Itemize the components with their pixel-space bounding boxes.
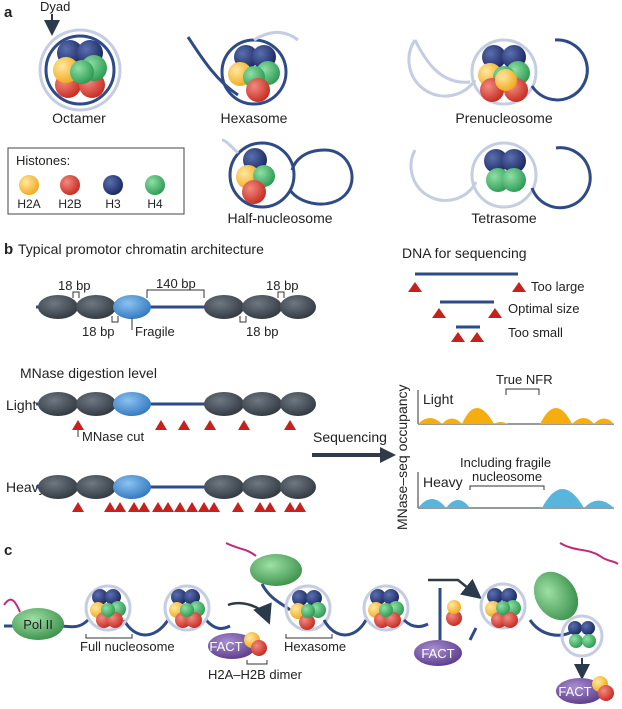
h2a-swatch [19,175,39,195]
tetrasome-label: Tetrasome [471,210,537,226]
panel-b-label: b [4,241,13,258]
fact3-label: FACT [558,684,591,699]
legend-h4: H4 [147,197,163,211]
pol2-middle-shape [250,554,302,586]
heavy-label: Heavy [6,479,46,495]
pol2-label: Pol II [23,617,53,632]
fact2-shape [414,640,462,666]
pol2-right-shape [533,571,579,621]
h4-swatch [145,175,165,195]
dyad-label: Dyad [40,0,70,14]
histones-legend: Histones: H2A H2B H3 H4 [7,147,185,215]
hexasome-diagram: Hexasome [186,31,299,126]
light-label: Light [6,397,36,413]
panel-c-label: c [4,542,12,559]
legend-h3: H3 [105,197,121,211]
fact2-label: FACT [421,646,454,661]
panel-c-left: Pol II Full nucleosome FACT H2A–H2B dime… [3,584,303,682]
including-label-1: Including fragile [460,455,551,470]
occupancy-ylabel: MNase–seq occupancy [394,384,410,530]
light-digestion: Light MNase cut [6,392,316,444]
panel-a-label: a [4,4,13,21]
heavy-digestion: Heavy [6,475,316,512]
panel-c-middle: Hexasome [225,542,429,654]
legend-h2a: H2A [17,197,40,211]
light-signal [418,408,614,424]
fragile-label: Fragile [135,324,175,339]
heavy-signal [418,489,614,508]
prenucleosome-diagram: Prenucleosome [407,38,589,126]
sequencing-arrow: Sequencing [312,429,396,463]
mnase-cut-label: MNase cut [82,429,145,444]
hexasome-label: Hexasome [221,110,288,126]
fact3-shape [556,678,604,704]
including-label-2: nucleosome [472,469,542,484]
panel-b-title: Typical promotor chromatin architecture [18,241,264,257]
mnase-title: MNase digestion level [20,365,157,381]
dna-title: DNA for sequencing [402,245,527,261]
half-nucleosome-label: Half-nucleosome [227,210,332,226]
occupancy-plots: MNase–seq occupancy Light True NFR Heavy… [394,372,614,530]
bp18-top-left: 18 bp [58,278,91,293]
too-small-label: Too small [508,325,563,340]
fact1-shape [208,633,256,659]
bp18-bottom-left: 18 bp [82,324,115,339]
true-nfr-label: True NFR [496,372,553,387]
h2b-swatch [60,175,80,195]
legend-h2b: H2B [58,197,81,211]
promoter-architecture: 18 bp 140 bp 18 bp 18 bp Fragile 18 bp [36,276,316,339]
octamer-diagram: Dyad Octamer [38,0,122,126]
prenucleosome-label: Prenucleosome [455,110,552,126]
pol2-shape [12,608,64,640]
half-nucleosome-diagram: Half-nucleosome [221,138,354,226]
tetrasome-diagram: Tetrasome [409,141,592,226]
panel-c-right: FACT FACT [414,542,619,704]
fact1-label: FACT [209,639,242,654]
dimer-label: H2A–H2B dimer [208,667,303,682]
too-large-label: Too large [531,279,584,294]
plot-heavy-label: Heavy [423,474,463,490]
dna-for-sequencing: DNA for sequencing Too large Optimal siz… [402,245,584,342]
h3-swatch [103,175,123,195]
optimal-size-label: Optimal size [508,301,580,316]
bp18-top-right: 18 bp [266,278,299,293]
bp140: 140 bp [156,276,196,291]
sequencing-label: Sequencing [313,429,387,445]
legend-title: Histones: [16,153,70,168]
bp18-bottom-right: 18 bp [246,324,279,339]
full-nucleosome-label: Full nucleosome [80,639,175,654]
octamer-label: Octamer [52,110,106,126]
plot-light-label: Light [423,391,453,407]
hexasome-c-label: Hexasome [284,639,346,654]
